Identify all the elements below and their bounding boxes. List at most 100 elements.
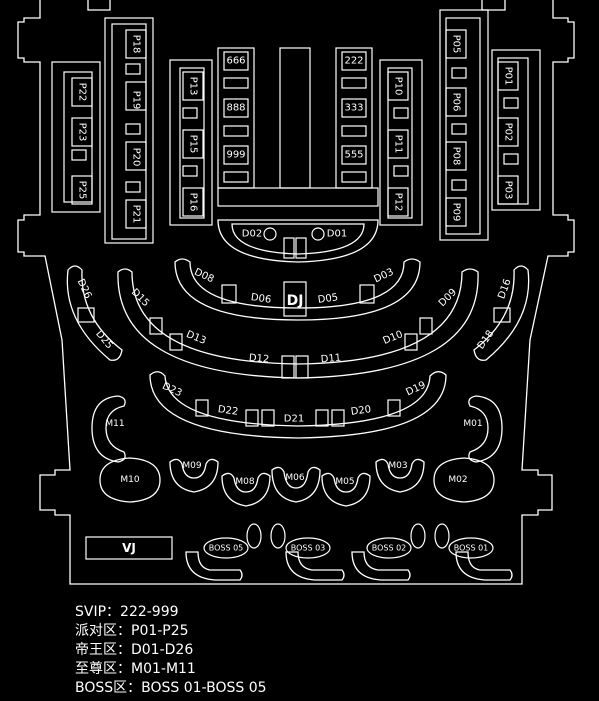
- legend-svip: SVIP：222-999: [75, 604, 179, 620]
- table-P16[interactable]: [182, 187, 204, 217]
- table-P03[interactable]: [497, 175, 519, 205]
- label-BOSS03: BOSS 03: [291, 544, 326, 553]
- table-666[interactable]: [223, 51, 249, 71]
- table-P01[interactable]: [497, 61, 519, 91]
- table-BOSS02[interactable]: [366, 537, 412, 559]
- table-P23[interactable]: [71, 117, 93, 147]
- label-M06: M06: [285, 473, 304, 483]
- label-DJ: DJ: [287, 293, 304, 309]
- table-P15[interactable]: [182, 129, 204, 159]
- label-D12: D12: [248, 353, 269, 366]
- legend-emperor: 帝王区：D01-D26: [75, 642, 194, 658]
- label-P01: P01: [503, 67, 514, 86]
- party-block-p13: [169, 59, 213, 226]
- label-M03: M03: [388, 461, 407, 471]
- legend-party: 派对区：P01-P25: [75, 623, 189, 639]
- label-D02: D02: [242, 229, 262, 240]
- label-P23: P23: [77, 123, 88, 142]
- table-BOSS05[interactable]: [203, 537, 249, 559]
- legend-supreme: 至尊区：M01-M11: [75, 661, 196, 677]
- wing-right: [473, 265, 530, 361]
- table-P20[interactable]: [125, 141, 147, 171]
- label-555: 555: [344, 150, 363, 161]
- label-M09: M09: [182, 461, 201, 471]
- table-P10[interactable]: [387, 71, 409, 101]
- label-P08: P08: [451, 147, 462, 166]
- label-P16: P16: [188, 193, 199, 212]
- label-333: 333: [344, 103, 363, 114]
- table-333[interactable]: [341, 98, 367, 118]
- table-P05[interactable]: [445, 29, 467, 59]
- table-555[interactable]: [341, 145, 367, 165]
- label-P13: P13: [188, 77, 199, 96]
- dj-booth: [283, 281, 307, 317]
- label-M08: M08: [235, 477, 254, 487]
- table-888[interactable]: [223, 98, 249, 118]
- dj-area: [217, 219, 379, 317]
- label-D15: D15: [129, 287, 151, 309]
- label-BOSS05: BOSS 05: [209, 544, 244, 553]
- label-VJ: VJ: [122, 541, 136, 555]
- label-222: 222: [344, 56, 363, 67]
- table-P06[interactable]: [445, 87, 467, 117]
- table-P09[interactable]: [445, 197, 467, 227]
- table-222[interactable]: [341, 51, 367, 71]
- table-BOSS01[interactable]: [448, 537, 494, 559]
- party-block-p01: [491, 49, 541, 211]
- table-P12[interactable]: [387, 187, 409, 217]
- label-M11: M11: [105, 419, 124, 429]
- label-D09: D09: [437, 287, 459, 309]
- party-block-p22: [51, 61, 101, 213]
- labels: P18 P19 P20 P21 P22 P23 P25 P13 P15 P16 …: [75, 35, 514, 555]
- table-P02[interactable]: [497, 117, 519, 147]
- svip-right: [335, 47, 373, 189]
- m-pods: [91, 395, 503, 507]
- table-P11[interactable]: [387, 129, 409, 159]
- label-M10: M10: [120, 475, 139, 485]
- wing-left: [66, 265, 123, 361]
- label-P10: P10: [393, 77, 404, 96]
- label-D20: D20: [350, 404, 372, 418]
- table-BOSS03[interactable]: [285, 537, 331, 559]
- label-P20: P20: [131, 148, 142, 167]
- label-D22: D22: [217, 404, 239, 418]
- label-D26: D26: [75, 277, 94, 300]
- label-D13: D13: [184, 329, 207, 347]
- party-block-left-outer: [104, 17, 154, 244]
- label-D11: D11: [320, 353, 341, 366]
- arc-row-1: [174, 258, 421, 321]
- table-P18[interactable]: [125, 29, 147, 59]
- table-P25[interactable]: [71, 175, 93, 205]
- label-P12: P12: [393, 193, 404, 212]
- label-P05: P05: [451, 35, 462, 54]
- label-P09: P09: [451, 203, 462, 222]
- label-P25: P25: [77, 181, 88, 200]
- label-D08: D08: [192, 267, 215, 286]
- label-D23: D23: [160, 381, 183, 400]
- table-P19[interactable]: [125, 81, 147, 111]
- label-D01: D01: [327, 229, 347, 240]
- legend-boss: BOSS区：BOSS 01-BOSS 05: [75, 680, 267, 696]
- label-M01: M01: [463, 419, 482, 429]
- table-999[interactable]: [223, 145, 249, 165]
- label-P06: P06: [451, 93, 462, 112]
- svip-left: [217, 47, 255, 189]
- label-P02: P02: [503, 123, 514, 142]
- label-M02: M02: [448, 475, 467, 485]
- table-P13[interactable]: [182, 71, 204, 101]
- arc-row-3: [149, 371, 447, 439]
- label-D19: D19: [404, 380, 427, 399]
- vj-booth: [85, 536, 173, 560]
- legend: SVIP：222-999 派对区：P01-P25 帝王区：D01-D26 至尊区…: [75, 603, 267, 698]
- table-P21[interactable]: [125, 199, 147, 229]
- party-block-p05: [439, 9, 489, 241]
- label-D21: D21: [284, 414, 304, 425]
- label-P15: P15: [188, 135, 199, 154]
- label-P22: P22: [77, 83, 88, 102]
- table-P22[interactable]: [71, 77, 93, 107]
- label-888: 888: [226, 103, 245, 114]
- label-D05: D05: [317, 292, 339, 306]
- table-P08[interactable]: [445, 141, 467, 171]
- label-P03: P03: [503, 181, 514, 200]
